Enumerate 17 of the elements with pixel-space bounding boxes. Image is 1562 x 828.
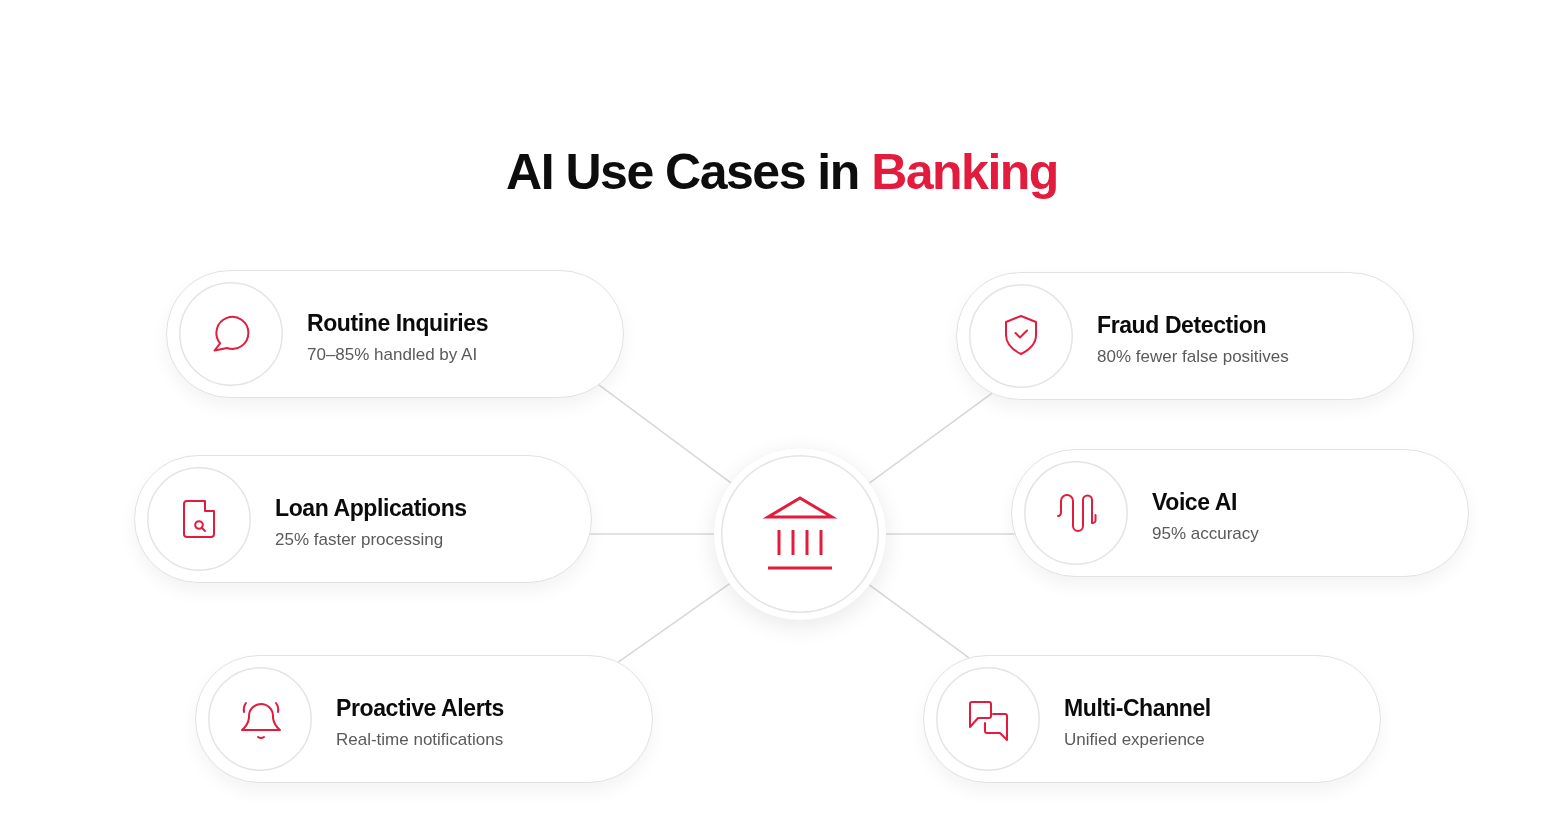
card-subtitle: Real-time notifications (336, 729, 504, 751)
card-title: Routine Inquiries (307, 309, 489, 338)
connector-line (868, 584, 970, 659)
page-title: AI Use Cases in Banking (506, 143, 1058, 202)
card-subtitle: 80% fewer false positives (1097, 346, 1289, 368)
connector-line (868, 392, 993, 484)
card-subtitle: Unified experience (1064, 729, 1205, 751)
card-title: Voice AI (1152, 488, 1237, 517)
card-title: Proactive Alerts (336, 694, 504, 723)
card-title: Loan Applications (275, 494, 467, 523)
card-subtitle: 95% accuracy (1152, 523, 1259, 545)
card-title: Fraud Detection (1097, 311, 1267, 340)
connector-line (598, 384, 732, 484)
card-title: Multi-Channel (1064, 694, 1211, 723)
connector-line (617, 582, 731, 663)
card-subtitle: 70–85% handled by AI (307, 344, 478, 366)
card-subtitle: 25% faster processing (275, 529, 444, 551)
